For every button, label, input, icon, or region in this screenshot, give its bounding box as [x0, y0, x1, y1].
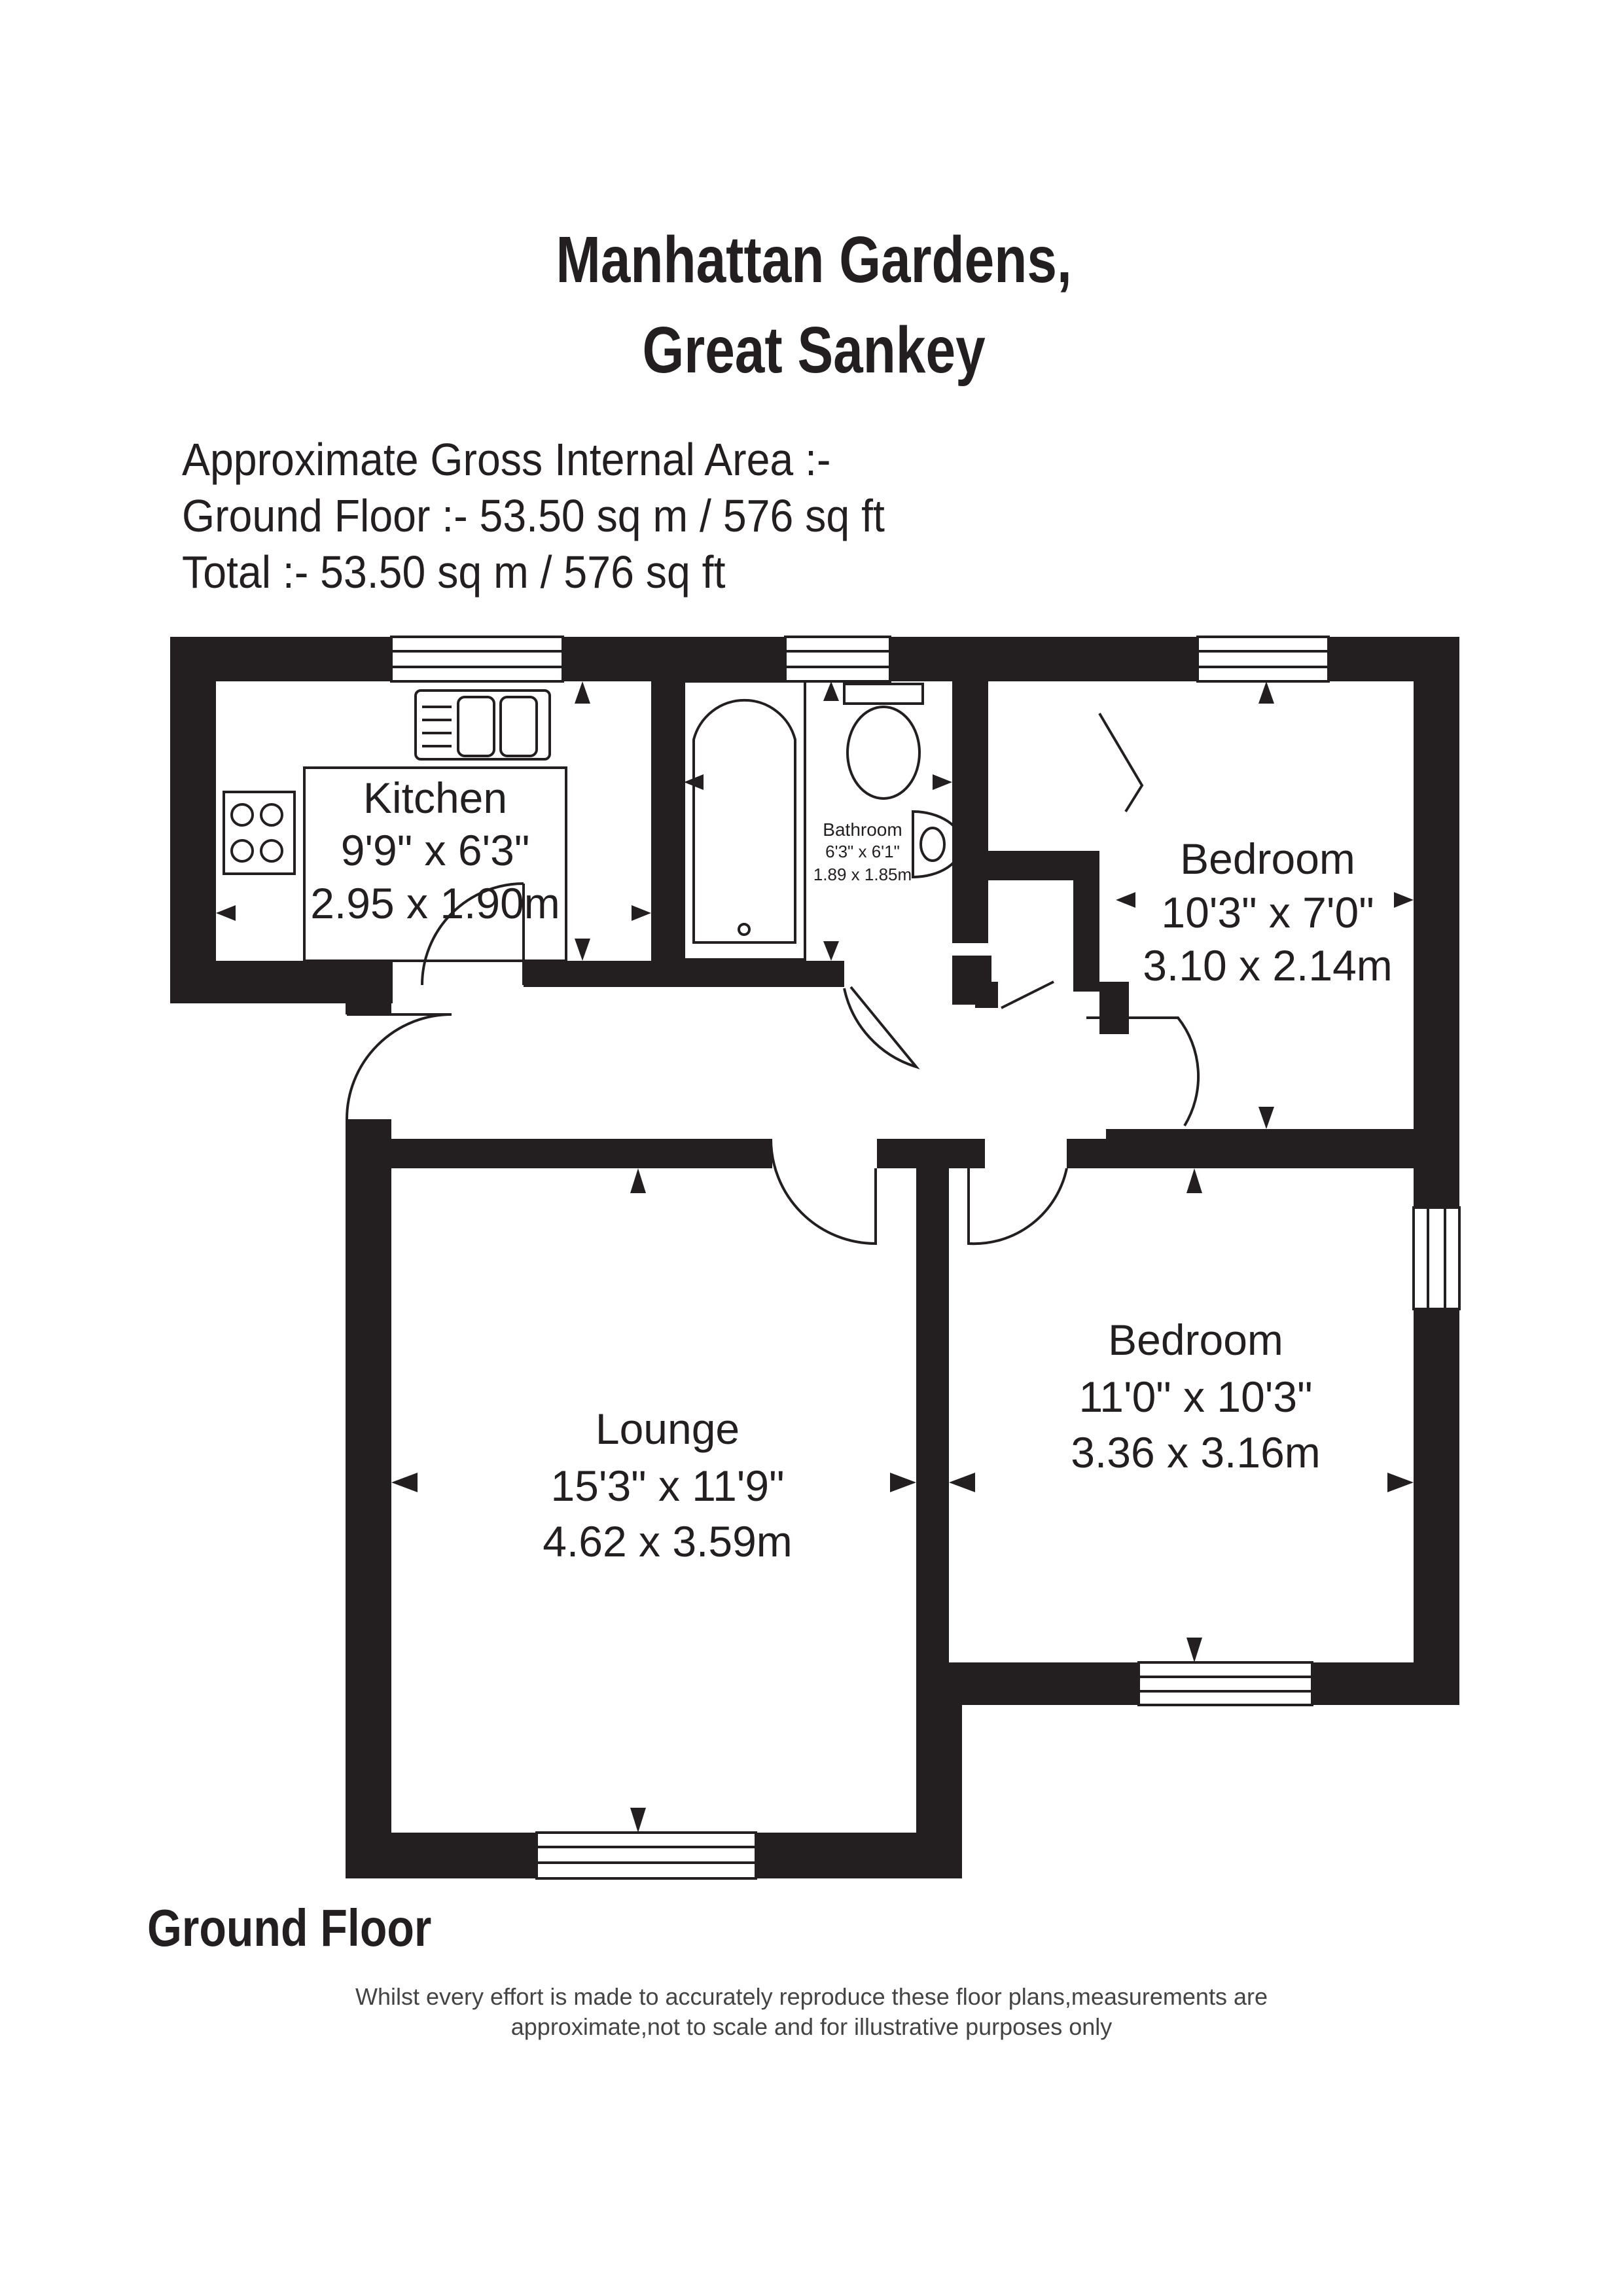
bedroom1-name: Bedroom: [1180, 834, 1355, 883]
plan-title-line1: Manhattan Gardens,: [556, 223, 1072, 296]
dimension-arrows: [216, 681, 1414, 1833]
bathroom-name: Bathroom: [823, 819, 902, 840]
kitchen-metric: 2.95 x 1.90m: [310, 879, 560, 927]
windows: [390, 636, 1461, 1880]
kitchen-name: Kitchen: [363, 774, 507, 822]
total-area: Total :- 53.50 sq m / 576 sq ft: [182, 547, 726, 598]
lounge-imperial: 15'3" x 11'9": [550, 1462, 784, 1510]
bedroom1-metric: 3.10 x 2.14m: [1143, 941, 1393, 990]
bathroom-fixtures: [683, 680, 963, 961]
doors: [346, 712, 1200, 1246]
bedroom2-name: Bedroom: [1108, 1316, 1283, 1364]
disclaimer-line2: approximate,not to scale and for illustr…: [510, 2013, 1113, 2040]
plan-title-line2: Great Sankey: [642, 314, 986, 387]
bedroom1-imperial: 10'3" x 7'0": [1161, 888, 1374, 937]
ground-floor-area: Ground Floor :- 53.50 sq m / 576 sq ft: [182, 490, 885, 541]
bathroom-metric: 1.89 x 1.85m: [813, 865, 912, 884]
floor-label: Ground Floor: [147, 1899, 432, 1957]
disclaimer-line1: Whilst every effort is made to accuratel…: [355, 1983, 1268, 2010]
room-labels: Kitchen 9'9" x 6'3" 2.95 x 1.90m Bathroo…: [310, 774, 1393, 1566]
gross-area-heading: Approximate Gross Internal Area :-: [182, 434, 831, 485]
bedroom2-imperial: 11'0" x 10'3": [1079, 1372, 1312, 1421]
kitchen-fixtures: [223, 689, 567, 962]
kitchen-imperial: 9'9" x 6'3": [341, 826, 530, 874]
lounge-name: Lounge: [596, 1405, 740, 1453]
bathroom-imperial: 6'3" x 6'1": [825, 842, 900, 861]
lounge-metric: 4.62 x 3.59m: [543, 1517, 793, 1566]
bedroom2-metric: 3.36 x 3.16m: [1071, 1428, 1321, 1477]
